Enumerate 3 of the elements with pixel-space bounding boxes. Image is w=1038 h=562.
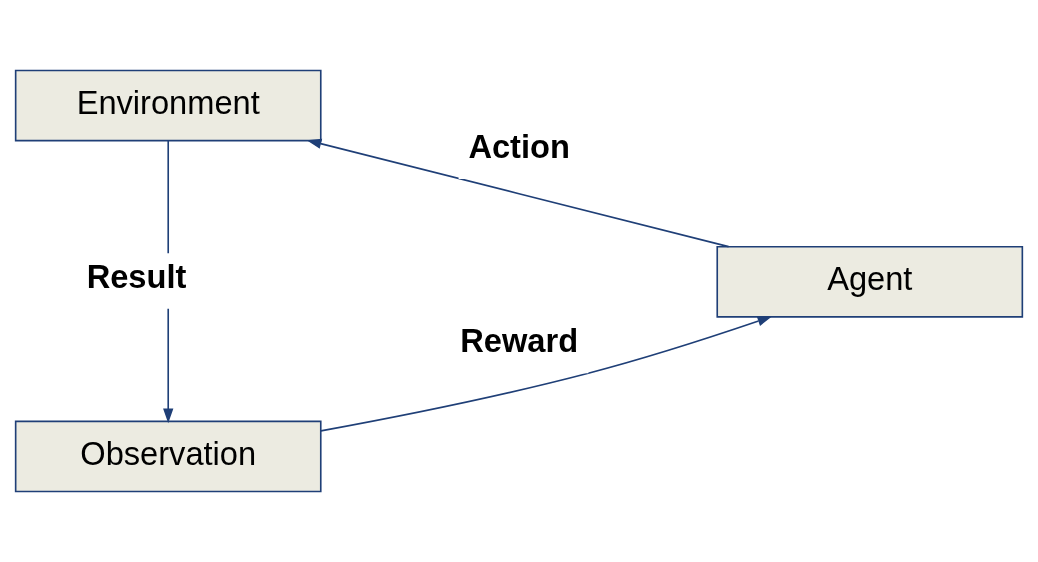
edge-label: Result <box>86 257 187 295</box>
edge-label: Action <box>468 127 570 165</box>
edge-label: Reward <box>460 321 579 359</box>
